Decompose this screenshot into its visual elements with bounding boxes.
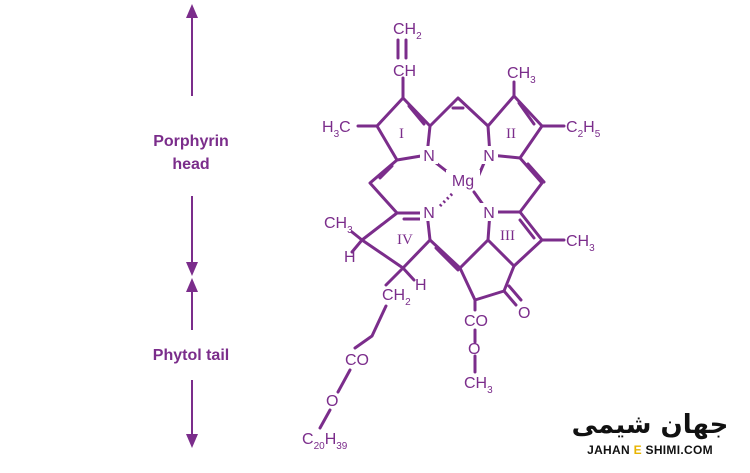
n-atom-ring-1: N [423,148,435,165]
ring-label-1: I [399,126,404,142]
n-atom-ring-4: N [423,205,435,222]
mg-atom: Mg [452,173,474,190]
ring-label-2: II [506,126,516,142]
methylene-tail: CH2 [382,287,411,308]
atom-labels: Mg N N N N CH2 CH CH3 C2H5 H3C CH3 CH3 H… [302,21,601,452]
jahan-e-shimi-logo: جهان شیمی JAHAN E SHIMI.COM [565,410,735,462]
phytol-label: Phytol tail [153,347,229,364]
logo-persian-text: جهان شیمی [571,410,729,440]
ketone-oxygen: O [518,305,530,322]
ester-oxygen: O [468,341,480,358]
logo-latin-text: JAHAN E SHIMI.COM [565,443,735,457]
logo-latin-left: JAHAN [587,443,630,457]
methyl-ring-2: CH3 [507,65,536,86]
logo-latin-e: E [633,443,642,457]
methyl-ring-4: CH3 [324,215,353,236]
vinyl-ch: CH [393,63,416,80]
ester-carbonyl: CO [464,313,488,330]
h-atom-ring-4-left: H [344,249,356,266]
methyl-ring-1: H3C [322,119,351,140]
porphyrin-label-line2: head [172,156,209,173]
vinyl-ch2: CH2 [393,21,422,42]
tail-carbonyl: CO [345,352,369,369]
bond-network [318,38,566,430]
tail-oxygen: O [326,393,338,410]
n-atom-ring-2: N [483,148,495,165]
ethyl-ring-2: C2H5 [566,119,601,140]
logo-latin-right: SHIMI.COM [645,443,713,457]
ring-label-4: IV [397,232,413,248]
ring-label-3: III [500,228,515,244]
porphyrin-label-line1: Porphyrin [153,133,229,150]
phytol-arrow [186,278,198,448]
n-atom-ring-3: N [483,205,495,222]
methyl-ring-3: CH3 [566,233,595,254]
phytyl-group: C20H39 [302,431,348,452]
ester-methyl: CH3 [464,375,493,396]
h-atom-ring-4-bottom: H [415,277,427,294]
porphyrin-arrow [186,4,198,276]
